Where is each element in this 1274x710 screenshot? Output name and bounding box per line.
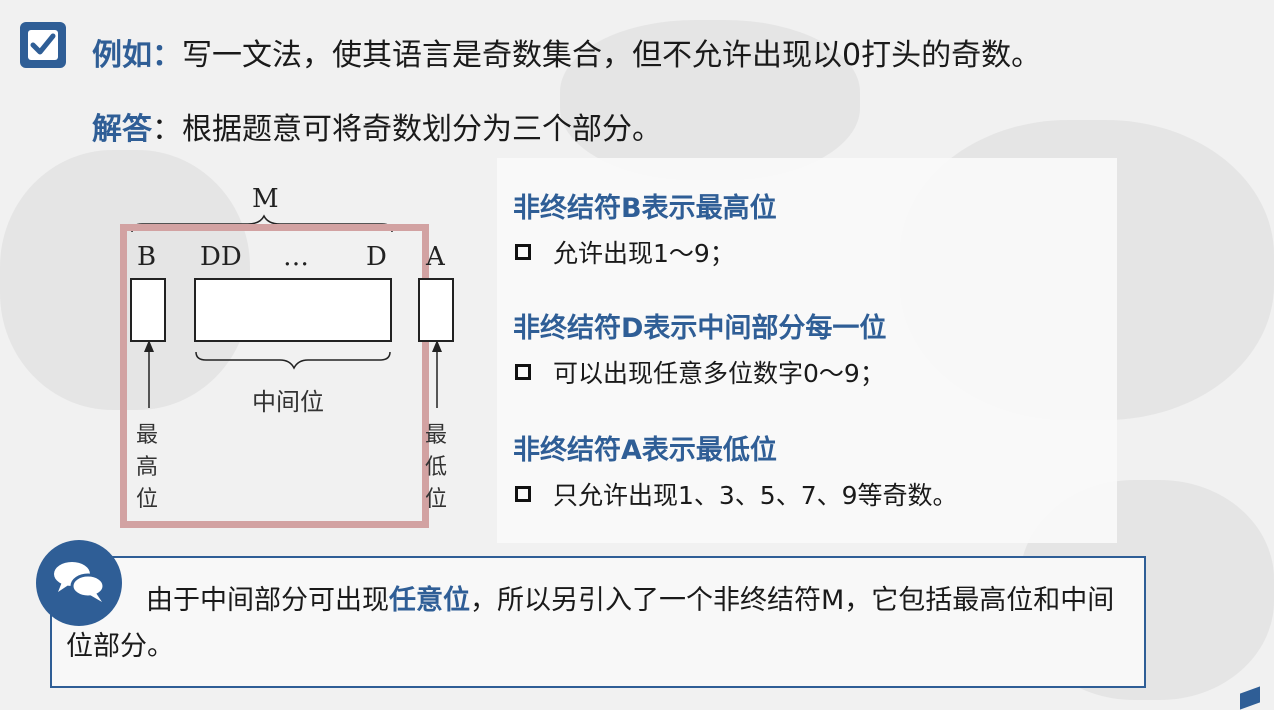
middle-label: 中间位 (252, 388, 324, 416)
note-suffix: ，所以另引入了一个非终结符M，它包括最高位和中间位部分。 (66, 585, 1115, 662)
dd-label: DD (200, 242, 242, 272)
square-bullet-icon (515, 244, 531, 260)
a-label: A (426, 242, 445, 272)
section-item-d-text: 可以出现任意多位数字0～9； (553, 359, 885, 388)
highlight-frame (120, 224, 429, 528)
section-item-a-text: 只允许出现1、3、5、7、9等奇数。 (553, 481, 958, 510)
note-box: 由于中间部分可出现任意位，所以另引入了一个非终结符M，它包括最高位和中间位部分。 (50, 556, 1146, 688)
example-label: 例如： (92, 38, 182, 73)
dots-label: … (283, 242, 309, 272)
lowest-digit-box (418, 278, 454, 342)
checkbox-icon (20, 22, 66, 68)
note-prefix: 由于中间部分可出现 (146, 585, 389, 616)
answer-text: ：根据题意可将奇数划分为三个部分。 (152, 112, 662, 147)
answer-label: 解答 (92, 112, 152, 147)
example-line: 例如：写一文法，使其语言是奇数集合，但不允许出现以0打头的奇数。 (92, 30, 1041, 74)
answer-line: 解答：根据题意可将奇数划分为三个部分。 (92, 104, 662, 148)
example-text: 写一文法，使其语言是奇数集合，但不允许出现以0打头的奇数。 (182, 38, 1042, 73)
square-bullet-icon (515, 364, 531, 380)
note-text: 由于中间部分可出现任意位，所以另引入了一个非终结符M，它包括最高位和中间位部分。 (66, 578, 1136, 670)
m-label: M (252, 184, 279, 214)
section-item-b-text: 允许出现1～9； (553, 239, 735, 268)
section-title-b: 非终结符B表示最高位 (513, 193, 777, 224)
section-item-d: 可以出现任意多位数字0～9； (515, 354, 885, 390)
map-background (560, 20, 860, 180)
middle-digits-box (194, 278, 392, 342)
section-item-b: 允许出现1～9； (515, 234, 735, 270)
section-title-a: 非终结符A表示最低位 (513, 435, 777, 466)
highest-label: 最高位 (136, 423, 159, 512)
d-label: D (366, 242, 387, 272)
highest-digit-box (130, 278, 166, 342)
section-title-d: 非终结符D表示中间部分每一位 (513, 313, 887, 344)
corner-decoration (1240, 686, 1260, 710)
lowest-label: 最低位 (425, 423, 448, 512)
explanation-panel: 非终结符B表示最高位 允许出现1～9； 非终结符D表示中间部分每一位 可以出现任… (497, 158, 1117, 543)
square-bullet-icon (515, 486, 531, 502)
b-label: B (137, 242, 157, 272)
section-item-a: 只允许出现1、3、5、7、9等奇数。 (515, 476, 958, 512)
chat-bubbles-icon (36, 540, 122, 626)
digit-structure-diagram: M B DD … D A 中间位 最高位 最低位 (120, 180, 460, 530)
note-highlight: 任意位 (389, 585, 470, 616)
